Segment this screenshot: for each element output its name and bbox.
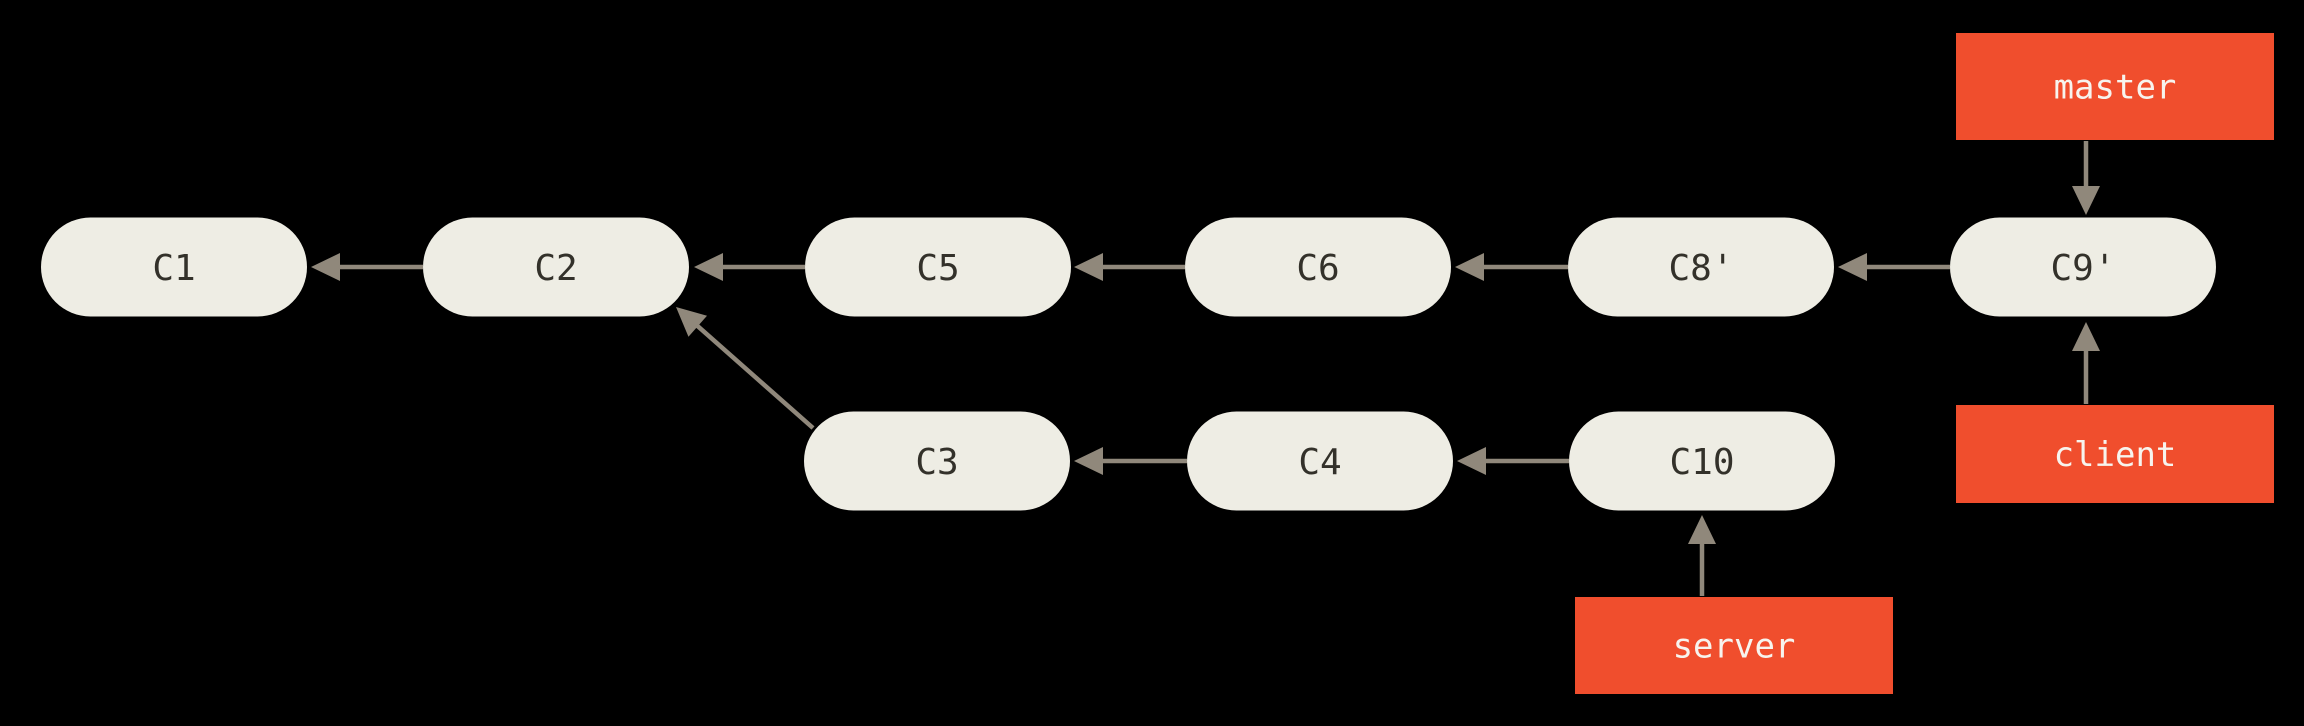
commit-node-c1: C1 [41, 217, 307, 317]
edge-c5-c2 [694, 253, 805, 281]
edge-c8p-c6-head [1455, 253, 1484, 281]
branch-label-server: server [1575, 597, 1893, 694]
commit-node-c6: C6 [1185, 217, 1451, 317]
commit-node-c2: C2 [423, 217, 689, 317]
commit-node-pill-c1 [41, 217, 307, 317]
commit-node-pill-c2 [423, 217, 689, 317]
commit-node-c3: C3 [804, 411, 1070, 511]
branch-box-client [1956, 405, 2274, 503]
edge-c10-c4 [1457, 447, 1569, 475]
commit-node-pill-c9p [1950, 217, 2216, 317]
commit-label-c9p: C9' [2050, 248, 2115, 289]
edge-c10-c4-head [1457, 447, 1486, 475]
branch-arrow-client [2072, 322, 2100, 404]
edge-c9p-c8p-head [1838, 253, 1867, 281]
edge-c3-c2 [676, 307, 815, 430]
edge-c2-c1 [311, 253, 423, 281]
edge-c3-c2-head [676, 307, 708, 337]
edge-c4-c3 [1074, 447, 1187, 475]
commit-label-c10: C10 [1669, 442, 1734, 483]
edge-c3-c2-line [693, 322, 815, 430]
branch-label-master: master [1956, 33, 2274, 140]
branch-arrow-master [2072, 141, 2100, 215]
branch-arrow-server-head [1688, 515, 1716, 544]
commit-label-c6: C6 [1296, 248, 1339, 289]
branch-box-master [1956, 33, 2274, 140]
commit-label-c8p: C8' [1668, 248, 1733, 289]
edge-c9p-c8p [1838, 253, 1950, 281]
commit-node-c4: C4 [1187, 411, 1453, 511]
commit-label-c4: C4 [1298, 442, 1341, 483]
commit-label-c2: C2 [534, 248, 577, 289]
edge-c5-c2-head [694, 253, 723, 281]
commit-node-c10: C10 [1569, 411, 1835, 511]
commit-node-c5: C5 [805, 217, 1071, 317]
branch-label-client: client [1956, 405, 2274, 503]
edge-c2-c1-head [311, 253, 340, 281]
commit-node-c8p: C8' [1568, 217, 1834, 317]
commit-node-pill-c4 [1187, 411, 1453, 511]
commit-label-c1: C1 [152, 248, 195, 289]
branch-label-text-client: client [2054, 435, 2177, 475]
branch-arrow-server [1688, 515, 1716, 596]
commit-label-c5: C5 [916, 248, 959, 289]
commit-node-pill-c5 [805, 217, 1071, 317]
branch-box-server [1575, 597, 1893, 694]
branch-label-text-master: master [2054, 68, 2177, 108]
edge-c6-c5-head [1074, 253, 1103, 281]
commit-node-pill-c10 [1569, 411, 1835, 511]
branch-label-text-server: server [1673, 627, 1796, 667]
branch-arrow-master-head [2072, 186, 2100, 215]
commit-node-pill-c8p [1568, 217, 1834, 317]
commit-node-pill-c6 [1185, 217, 1451, 317]
branch-arrow-client-head [2072, 322, 2100, 351]
edge-c4-c3-head [1074, 447, 1103, 475]
edge-c8p-c6 [1455, 253, 1568, 281]
commit-node-c9p: C9' [1950, 217, 2216, 317]
commit-label-c3: C3 [915, 442, 958, 483]
commit-node-pill-c3 [804, 411, 1070, 511]
edge-c6-c5 [1074, 253, 1185, 281]
